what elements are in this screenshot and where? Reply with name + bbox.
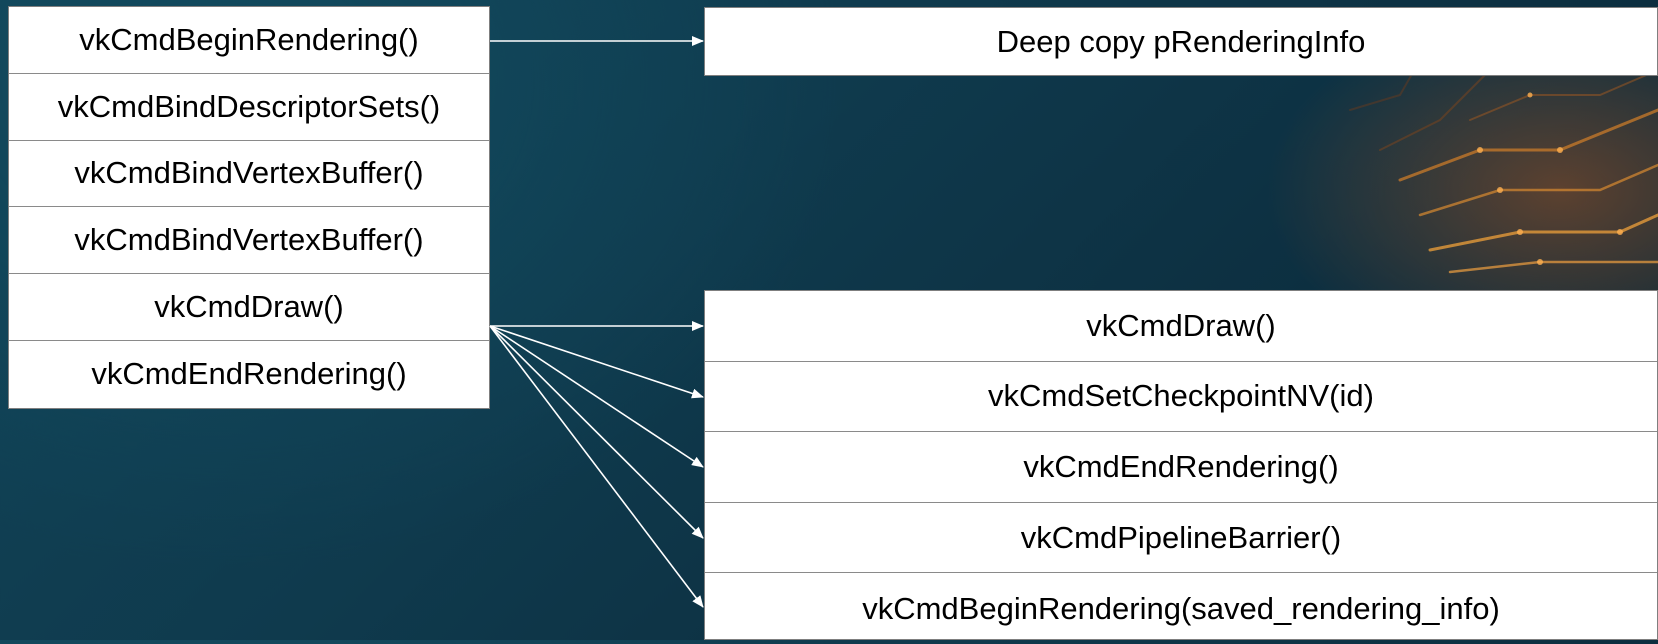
deep-copy-label: Deep copy pRenderingInfo bbox=[996, 23, 1366, 59]
right-item-begin-rendering-saved: vkCmdBeginRendering(saved_rendering_info… bbox=[862, 590, 1500, 626]
right-command-stack: vkCmdDraw() vkCmdSetCheckpointNV(id) vkC… bbox=[704, 290, 1658, 640]
right-item-set-checkpoint: vkCmdSetCheckpointNV(id) bbox=[705, 362, 1657, 433]
deep-copy-box: Deep copy pRenderingInfo bbox=[704, 7, 1658, 76]
left-item-end-rendering: vkCmdEndRendering() bbox=[91, 356, 407, 392]
left-item-begin-rendering: vkCmdBeginRendering() bbox=[9, 7, 489, 74]
left-item-bind-vertex-buffer-1: vkCmdBindVertexBuffer() bbox=[9, 141, 489, 208]
left-item-draw: vkCmdDraw() bbox=[9, 274, 489, 341]
left-item-bind-descriptor-sets: vkCmdBindDescriptorSets() bbox=[9, 74, 489, 141]
right-item-draw: vkCmdDraw() bbox=[705, 291, 1657, 362]
right-item-pipeline-barrier: vkCmdPipelineBarrier() bbox=[705, 503, 1657, 574]
left-item-bind-vertex-buffer-2: vkCmdBindVertexBuffer() bbox=[9, 207, 489, 275]
right-item-end-rendering: vkCmdEndRendering() bbox=[705, 432, 1657, 503]
left-command-stack: vkCmdBeginRendering() vkCmdBindDescripto… bbox=[8, 6, 490, 409]
